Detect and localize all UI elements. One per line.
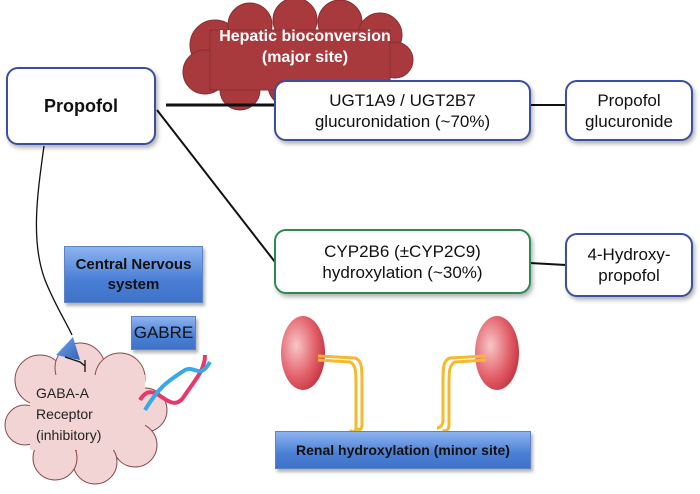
propofol-label: Propofol [44, 95, 118, 116]
connector-cyp-hydroxy [529, 262, 567, 266]
kidney-right-icon [475, 316, 519, 390]
connector-propofol-receptor [35, 145, 73, 336]
propofol-node[interactable]: Propofol [6, 67, 156, 145]
renal-label: Renal hydroxylation (minor site) [296, 442, 510, 458]
ligand-triangle-icon [56, 337, 80, 360]
glucuronide-product-node[interactable]: Propofol glucuronide [565, 80, 693, 141]
dna-icon [138, 354, 212, 412]
receptor-cloud-shape [4, 342, 168, 485]
hydroxy-product-node[interactable]: 4-Hydroxy- propofol [565, 233, 693, 297]
connector-propofol-cyp [156, 109, 276, 263]
hydroxylation-node[interactable]: CYP2B6 (±CYP2C9) hydroxylation (~30%) [274, 229, 531, 294]
hydroxylation-label: CYP2B6 (±CYP2C9) hydroxylation (~30%) [322, 241, 483, 282]
gabre-gene-badge: GABRE [131, 316, 196, 350]
receptor-cloud-label: GABA-A Receptor (inhibitory) [36, 385, 102, 443]
hepatic-cloud-label: Hepatic bioconversion (major site) [219, 28, 391, 66]
hydroxy-product-label: 4-Hydroxy- propofol [587, 245, 671, 285]
cns-banner: Central Nervous system [64, 246, 203, 303]
renal-banner: Renal hydroxylation (minor site) [275, 431, 531, 469]
ureter-icons [317, 354, 487, 434]
gabre-label: GABRE [133, 323, 194, 342]
kidney-left-icon [281, 316, 325, 390]
glucuronide-product-label: Propofol glucuronide [585, 90, 673, 131]
glucuronidation-label: UGT1A9 / UGT2B7 glucuronidation (~70%) [314, 90, 491, 131]
glucuronidation-node[interactable]: UGT1A9 / UGT2B7 glucuronidation (~70%) [274, 80, 531, 141]
cns-label: Central Nervous system [75, 255, 192, 293]
